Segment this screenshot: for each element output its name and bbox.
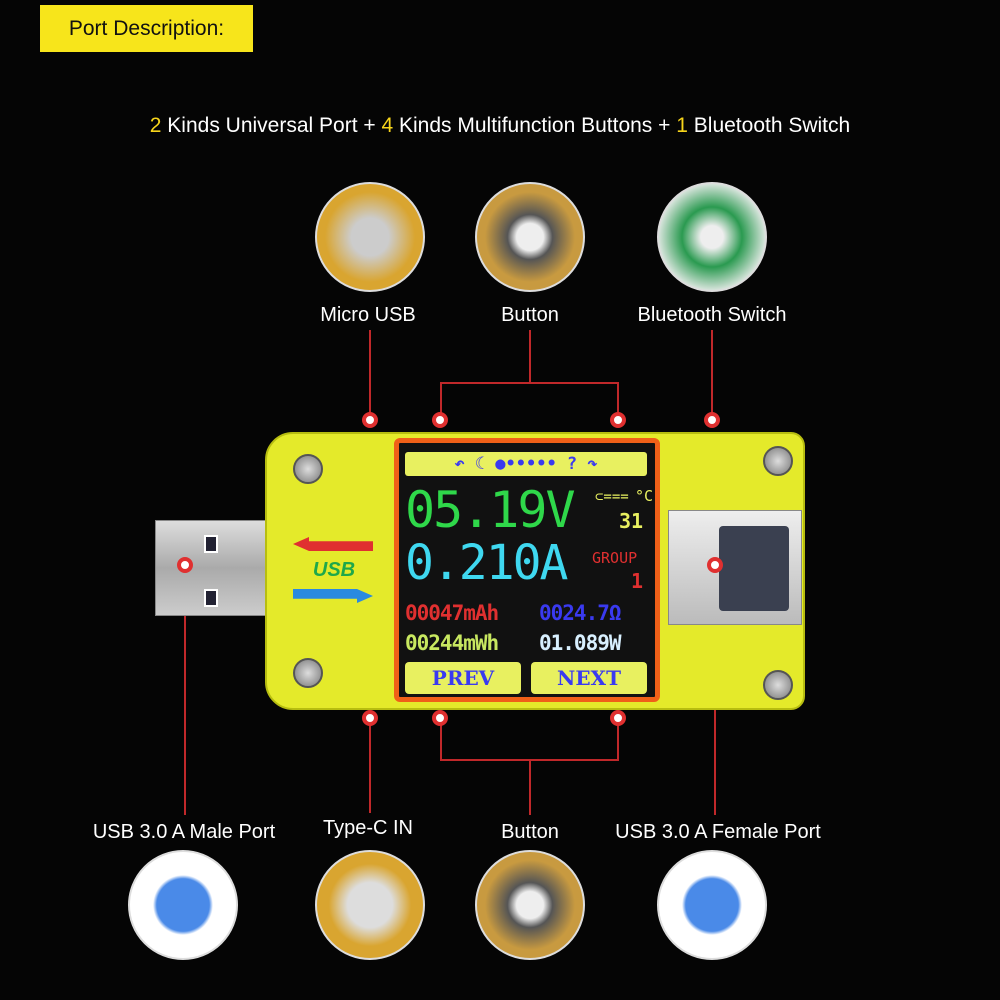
leader-line bbox=[369, 718, 371, 813]
usb-female-port bbox=[668, 510, 802, 625]
energy-readout: 00244mWh bbox=[405, 631, 499, 655]
label-typec: Type-C IN bbox=[322, 817, 414, 839]
marker-dot bbox=[610, 710, 626, 726]
subtitle-text-2: Kinds Multifunction Buttons + bbox=[393, 114, 677, 137]
marker-dot bbox=[362, 710, 378, 726]
usb-logo: USB bbox=[289, 529, 379, 619]
label-usb-male: USB 3.0 A Male Port bbox=[92, 821, 276, 843]
label-button-top: Button bbox=[501, 304, 559, 326]
leader-line bbox=[440, 718, 442, 760]
marker-dot bbox=[177, 557, 193, 573]
marker-dot bbox=[707, 557, 723, 573]
marker-dot bbox=[432, 710, 448, 726]
thermometer-icon: ⊂=== bbox=[595, 489, 629, 505]
switch-count: 1 bbox=[676, 114, 688, 137]
leader-line bbox=[184, 565, 186, 815]
label-micro-usb: Micro USB bbox=[320, 304, 416, 326]
temp-unit: °C bbox=[635, 487, 654, 505]
arrow-left-icon bbox=[293, 537, 373, 551]
port-count: 2 bbox=[149, 114, 162, 137]
usb-male-plug bbox=[155, 520, 267, 616]
button-photo-top bbox=[475, 182, 585, 292]
subtitle-text-1: Kinds Universal Port + bbox=[161, 114, 382, 137]
current-readout: 0.210A bbox=[405, 535, 568, 591]
power-readout: 01.089W bbox=[539, 631, 622, 655]
marker-dot bbox=[610, 412, 626, 428]
leader-line bbox=[529, 759, 531, 815]
leader-line bbox=[617, 382, 619, 420]
micro-usb-photo bbox=[315, 182, 425, 292]
marker-dot bbox=[432, 412, 448, 428]
bluetooth-switch-photo bbox=[657, 182, 767, 292]
label-button-bottom: Button bbox=[501, 821, 559, 843]
screw bbox=[293, 658, 323, 688]
leader-line bbox=[617, 718, 619, 760]
leader-line bbox=[369, 330, 371, 420]
screw bbox=[763, 446, 793, 476]
arrow-right-icon bbox=[293, 589, 373, 603]
usb-male-photo bbox=[128, 850, 238, 960]
screen-icon-bar: ↶ ☾ ●••••• ? ↷ bbox=[405, 452, 647, 476]
plug-contact bbox=[204, 535, 218, 553]
marker-dot bbox=[362, 412, 378, 428]
group-number: 1 bbox=[631, 569, 644, 593]
resistance-readout: 0024.7Ω bbox=[539, 601, 622, 625]
marker-dot bbox=[704, 412, 720, 428]
group-label: GROUP bbox=[592, 549, 638, 567]
leader-line bbox=[440, 382, 442, 420]
lcd-screen: ↶ ☾ ●••••• ? ↷ 05.19V ⊂=== °C 31 0.210A … bbox=[394, 438, 660, 702]
logo-text: USB bbox=[312, 559, 356, 581]
leader-line bbox=[711, 330, 713, 420]
subtitle-text-3: Bluetooth Switch bbox=[687, 114, 851, 137]
button-count: 4 bbox=[381, 114, 394, 137]
capacity-readout: 00047mAh bbox=[405, 601, 499, 625]
prev-button[interactable]: PREV bbox=[405, 662, 521, 694]
temperature: 31 bbox=[619, 509, 644, 533]
label-bluetooth-switch: Bluetooth Switch bbox=[637, 304, 787, 326]
page-title: Port Description: bbox=[40, 5, 253, 52]
voltage-readout: 05.19V bbox=[405, 481, 576, 539]
leader-line bbox=[440, 382, 619, 384]
screw bbox=[763, 670, 793, 700]
port-tongue bbox=[719, 526, 789, 611]
plug-contact bbox=[204, 589, 218, 607]
screw bbox=[293, 454, 323, 484]
next-button[interactable]: NEXT bbox=[531, 662, 647, 694]
label-usb-female: USB 3.0 A Female Port bbox=[615, 821, 821, 843]
button-photo-bottom bbox=[475, 850, 585, 960]
usb-female-photo bbox=[657, 850, 767, 960]
typec-photo bbox=[315, 850, 425, 960]
leader-line bbox=[529, 330, 531, 383]
subtitle: 2 Kinds Universal Port + 4 Kinds Multifu… bbox=[0, 114, 1000, 138]
